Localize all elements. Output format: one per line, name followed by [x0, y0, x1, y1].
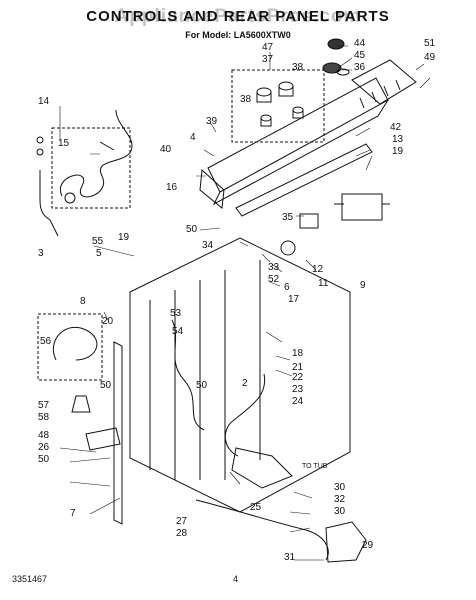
callout-31: 31 [284, 552, 296, 563]
selector-knobs [322, 38, 350, 76]
callout-labels: 44 47 37 38 38 45 36 51 49 14 15 39 4 40… [38, 38, 436, 563]
callout-38b: 38 [240, 94, 252, 105]
pressure-switch [299, 213, 319, 229]
callout-58: 58 [38, 412, 50, 423]
panel-ribs [149, 260, 261, 480]
callout-35: 35 [282, 212, 294, 223]
fill-hose-box [37, 313, 103, 381]
callout-57: 57 [38, 400, 50, 411]
leader-lines [59, 45, 431, 561]
callout-52: 52 [268, 274, 280, 285]
side-strip [113, 341, 123, 525]
pump-24 [231, 447, 293, 489]
callout-20: 20 [102, 316, 114, 327]
callout-33: 33 [268, 262, 280, 273]
callout-19b: 19 [118, 232, 130, 243]
callout-26: 26 [38, 442, 50, 453]
hose-22 [224, 373, 266, 457]
water-valve [341, 193, 383, 221]
document-number: 3351467 [12, 574, 48, 584]
callout-47: 47 [262, 42, 274, 53]
wire-harness [171, 319, 205, 431]
model-line: For Model: LA5600XTW0 [185, 30, 291, 40]
callout-48: 48 [38, 430, 50, 441]
callout-9: 9 [360, 280, 366, 291]
control-console [207, 77, 389, 206]
console-bracket [235, 143, 373, 217]
bracket-26 [85, 427, 121, 451]
callout-2: 2 [242, 378, 248, 389]
callout-13: 13 [392, 134, 404, 145]
callout-50c: 50 [100, 380, 112, 391]
rear-panel [129, 237, 351, 513]
timer-assembly [351, 59, 417, 109]
callout-32: 32 [334, 494, 346, 505]
power-cord [59, 109, 133, 204]
callout-5: 5 [96, 248, 102, 259]
cord-box [51, 127, 131, 209]
console-endcap [199, 168, 225, 209]
callout-55: 55 [92, 236, 104, 247]
callout-6: 6 [284, 282, 290, 293]
callout-37: 37 [262, 54, 274, 65]
callout-42: 42 [390, 122, 402, 133]
callout-29: 29 [362, 540, 374, 551]
callout-11: 11 [318, 278, 329, 289]
callout-36: 36 [354, 62, 366, 73]
callout-3: 3 [38, 248, 44, 259]
callout-19a: 19 [392, 146, 404, 157]
knob-parts [256, 81, 304, 127]
callout-45: 45 [354, 50, 366, 61]
callout-50b: 50 [196, 380, 208, 391]
callout-12: 12 [312, 264, 324, 275]
page-number: 4 [233, 574, 239, 584]
callout-24: 24 [292, 396, 304, 407]
page-title: CONTROLS AND REAR PANEL PARTS [86, 8, 390, 25]
callout-56: 56 [40, 336, 52, 347]
callout-22: 22 [292, 372, 304, 383]
callout-34: 34 [202, 240, 214, 251]
callout-23: 23 [292, 384, 304, 395]
drain-pump [325, 521, 367, 563]
callout-17: 17 [288, 294, 300, 305]
knob-group-box [231, 69, 325, 143]
callout-4: 4 [190, 132, 196, 143]
watermark: AppliancePartsPros.com [114, 6, 362, 27]
callout-54: 54 [172, 326, 184, 337]
callout-16: 16 [166, 182, 178, 193]
callout-38a: 38 [292, 62, 304, 73]
callout-53: 53 [170, 308, 182, 319]
callout-21: 21 [292, 362, 304, 373]
callout-30b: 30 [334, 506, 346, 517]
callout-to-tub: TO TUB [302, 463, 328, 470]
callout-51: 51 [424, 38, 436, 49]
callout-39: 39 [206, 116, 218, 127]
callout-28: 28 [176, 528, 188, 539]
callout-15: 15 [58, 138, 70, 149]
drain-hose [195, 499, 329, 561]
callout-44: 44 [354, 38, 366, 49]
callout-50a: 50 [186, 224, 198, 235]
callout-25: 25 [250, 502, 262, 513]
callout-8: 8 [80, 296, 86, 307]
callout-14: 14 [38, 96, 50, 107]
callout-27: 27 [176, 516, 188, 527]
callout-30a: 30 [334, 482, 346, 493]
callout-18: 18 [292, 348, 304, 359]
callout-40: 40 [160, 144, 172, 155]
callout-49: 49 [424, 52, 436, 63]
callout-50d: 50 [38, 454, 50, 465]
callout-7: 7 [70, 508, 76, 519]
hose-inlet [39, 170, 59, 237]
